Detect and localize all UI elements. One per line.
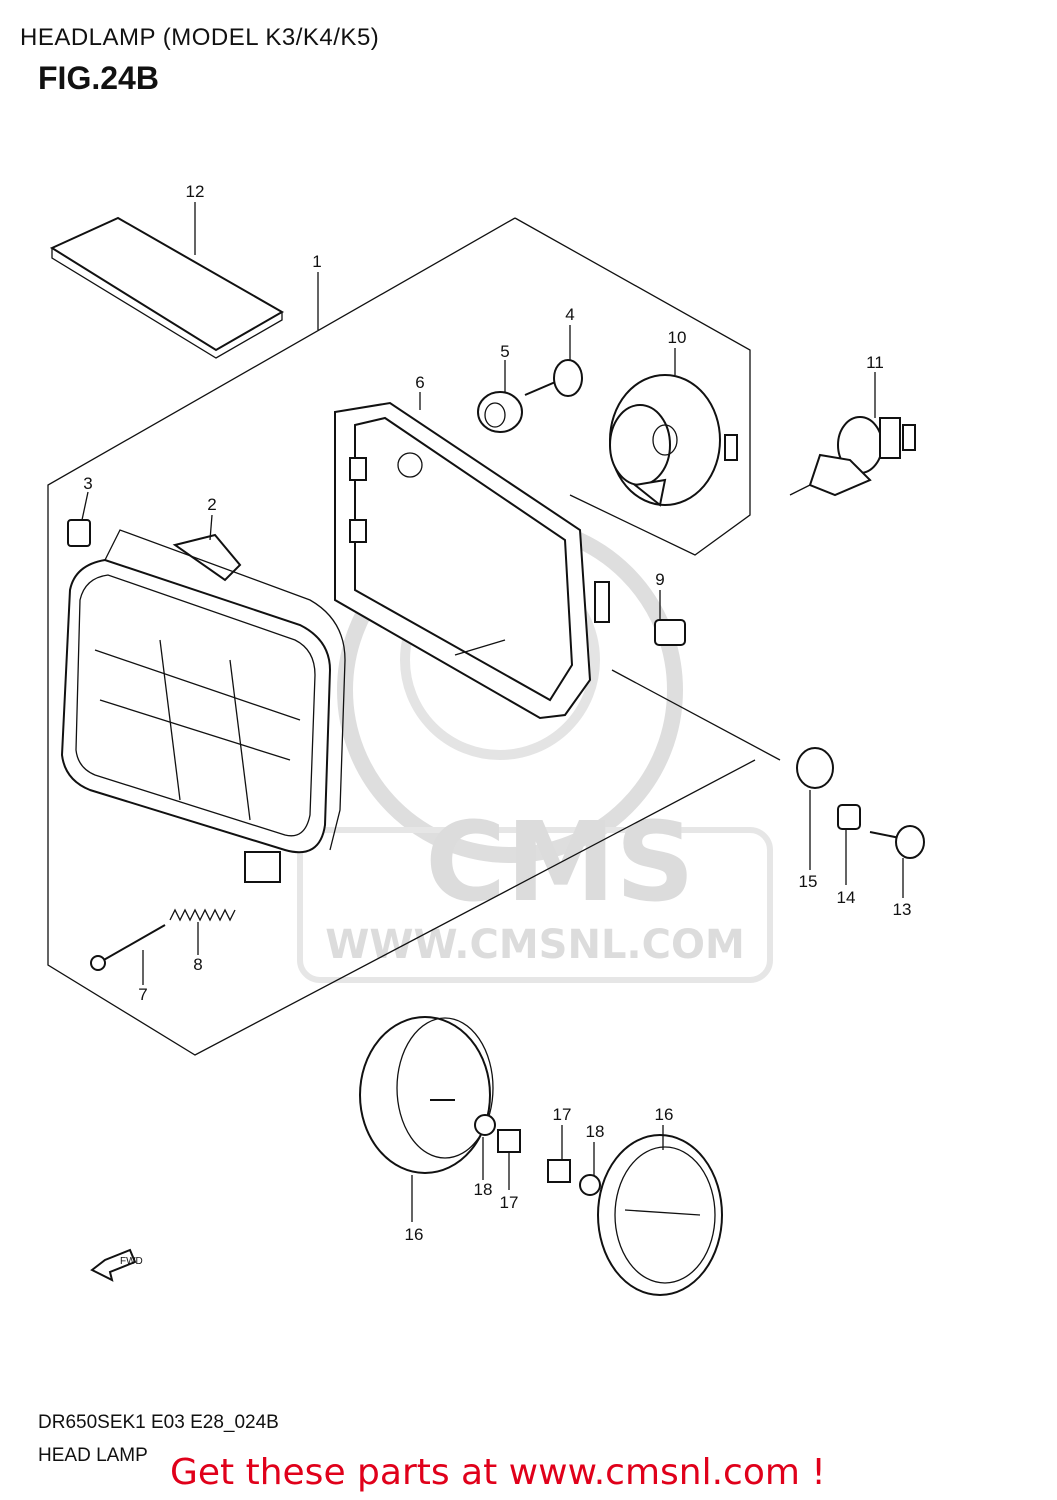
nut-part	[67, 519, 91, 547]
spring-part	[169, 908, 236, 922]
callout-12: 12	[186, 182, 205, 201]
callout-18: 18	[586, 1122, 605, 1141]
assembly-outline	[47, 217, 781, 1056]
headlamp-unit-part	[60, 529, 346, 883]
callout-4: 4	[565, 305, 574, 324]
promo-link[interactable]: Get these parts at www.cmsnl.com !	[170, 1452, 826, 1493]
callout-18: 18	[474, 1180, 493, 1199]
callout-10: 10	[668, 328, 687, 347]
nut-part	[547, 1159, 571, 1183]
figure-number: FIG.24B	[38, 60, 159, 96]
adjusting-screw-part	[94, 924, 166, 966]
callout-1: 1	[312, 252, 321, 271]
callout-16: 16	[655, 1105, 674, 1124]
washer-part	[579, 1174, 601, 1196]
callout-3: 3	[83, 474, 92, 493]
callout-15: 15	[799, 872, 818, 891]
adjuster-screw-set	[796, 747, 925, 859]
watermark: CMS WWW.CMSNL.COM	[297, 517, 773, 983]
callout-5: 5	[500, 342, 509, 361]
nut-part	[497, 1129, 521, 1153]
leader-lines	[81, 202, 904, 1222]
callout-9: 9	[655, 570, 664, 589]
headlamp-frame-part	[334, 401, 610, 720]
washer-part	[474, 1114, 496, 1136]
bolt-part	[524, 359, 583, 397]
label-sheet-part	[49, 216, 285, 359]
diagram-code: DR650SEK1 E03 E28_024B	[38, 1412, 279, 1433]
callout-17: 17	[553, 1105, 572, 1124]
callouts: 12 1 4 10 5 11 6 3 2 9 15 14 13 8 7 17 1…	[83, 182, 911, 1244]
callout-13: 13	[893, 900, 912, 919]
diagram-title: HEADLAMP (MODEL K3/K4/K5)	[20, 24, 380, 51]
diagram-caption: HEAD LAMP	[38, 1445, 148, 1466]
grommet-part	[477, 391, 523, 433]
callout-8: 8	[193, 955, 202, 974]
clip-part	[654, 619, 686, 646]
bulb-cover-part	[609, 374, 738, 507]
lamp-rear-part	[359, 1016, 494, 1174]
callout-7: 7	[138, 985, 147, 1004]
fwd-arrow: FWD	[90, 1248, 143, 1282]
bulb-part	[789, 416, 916, 497]
callout-17: 17	[500, 1193, 519, 1212]
lamp-front-part	[597, 1134, 723, 1296]
callout-14: 14	[837, 888, 856, 907]
callout-2: 2	[207, 495, 216, 514]
callout-6: 6	[415, 373, 424, 392]
callout-11: 11	[866, 353, 884, 372]
watermark-url: WWW.CMSNL.COM	[325, 922, 745, 968]
callout-16: 16	[405, 1225, 424, 1244]
fwd-label: FWD	[120, 1256, 143, 1267]
